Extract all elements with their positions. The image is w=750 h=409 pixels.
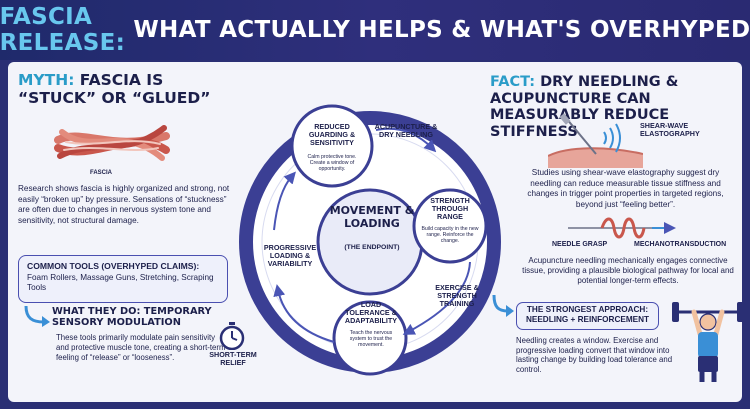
common-tools-box: COMMON TOOLS (OVERHYPED CLAIMS): Foam Ro… (18, 255, 228, 303)
what-they-do-title: WHAT THEY DO: TEMPORARY SENSORY MODULATI… (52, 306, 212, 329)
short-term-relief-label: SHORT-TERM RELIEF (209, 350, 257, 367)
needle-elastography-illustration (548, 113, 643, 168)
center-sub: (THE ENDPOINT) (344, 244, 400, 251)
fact-studies-body: Studies using shear-wave elastography su… (527, 168, 724, 209)
strongest-approach-box: THE STRONGEST APPROACH: NEEDLING + REINF… (516, 302, 659, 330)
node-load-tolerance-sub: Teach the nervous system to trust the mo… (349, 330, 393, 348)
weightlifter-icon (672, 302, 744, 382)
page-title: FASCIA RELEASE: WHAT ACTUALLY HELPS & WH… (0, 0, 750, 60)
fascia-label: FASCIA (90, 170, 113, 176)
what-they-do-body: These tools primarily modulate pain sens… (56, 333, 226, 362)
adaptation-cycle-diagram: THE REAL PATH TO LONG-TERM ADAPTATION (239, 104, 501, 376)
myth-heading-rest: FASCIA IS “STUCK” OR “GLUED” (18, 71, 211, 107)
needle-grasp-label: NEEDLE GRASP (552, 241, 608, 248)
node-strength-title: STRENGTH THROUGH RANGE (430, 196, 470, 221)
strongest-approach-body: Needling creates a window. Exercise and … (516, 336, 673, 375)
fact-heading-accent: FACT: (490, 74, 536, 90)
shear-wave-label: SHEAR-WAVE ELASTOGRAPHY (640, 121, 700, 138)
label-progressive: PROGRESSIVE LOADING & VARIABILITY (263, 243, 317, 268)
title-rest: WHAT ACTUALLY HELPS & WHAT'S OVERHYPED (125, 17, 750, 43)
fascia-illustration (54, 125, 170, 161)
myth-heading: MYTH: FASCIA IS “STUCK” OR “GLUED” (18, 71, 228, 108)
mechanotransduction-label: MECHANOTRANSDUCTION (634, 241, 727, 248)
myth-heading-accent: MYTH: (18, 71, 75, 89)
fact-heading-rest: DRY NEEDLING & ACUPUNCTURE CAN MEASURABL… (490, 74, 684, 141)
needle-grasp-illustration (568, 217, 676, 239)
tools-list: Foam Rollers, Massage Guns, Stretching, … (27, 273, 214, 293)
curved-arrow-icon (492, 294, 514, 317)
center-title: MOVEMENT & LOADING (329, 204, 415, 230)
stopwatch-icon (219, 322, 245, 350)
footer-bar (0, 402, 750, 409)
node-load-tolerance-title: LOAD TOLERANCE & ADAPTABILITY (344, 300, 398, 325)
fact-acupuncture-body: Acupuncture needling mechanically engage… (522, 256, 734, 286)
tools-title: COMMON TOOLS (OVERHYPED CLAIMS): (27, 261, 200, 271)
curved-arrow-icon (24, 305, 50, 327)
node-reduced-guarding-title: REDUCED GUARDING & SENSITIVITY (308, 122, 356, 147)
label-acupuncture: ACUPUNCTURE & DRY NEEDLING (374, 122, 438, 139)
node-reduced-guarding-sub: Calm protective tone. Create a window of… (307, 154, 357, 172)
node-strength-sub: Build capacity in the new range. Reinfor… (421, 226, 479, 244)
fact-heading: FACT: DRY NEEDLING & ACUPUNCTURE CAN MEA… (490, 74, 745, 141)
title-accent: FASCIA RELEASE: (0, 4, 126, 56)
myth-body: Research shows fascia is highly organize… (18, 184, 230, 225)
label-exercise: EXERCISE & STRENGTH TRAINING (435, 283, 479, 308)
